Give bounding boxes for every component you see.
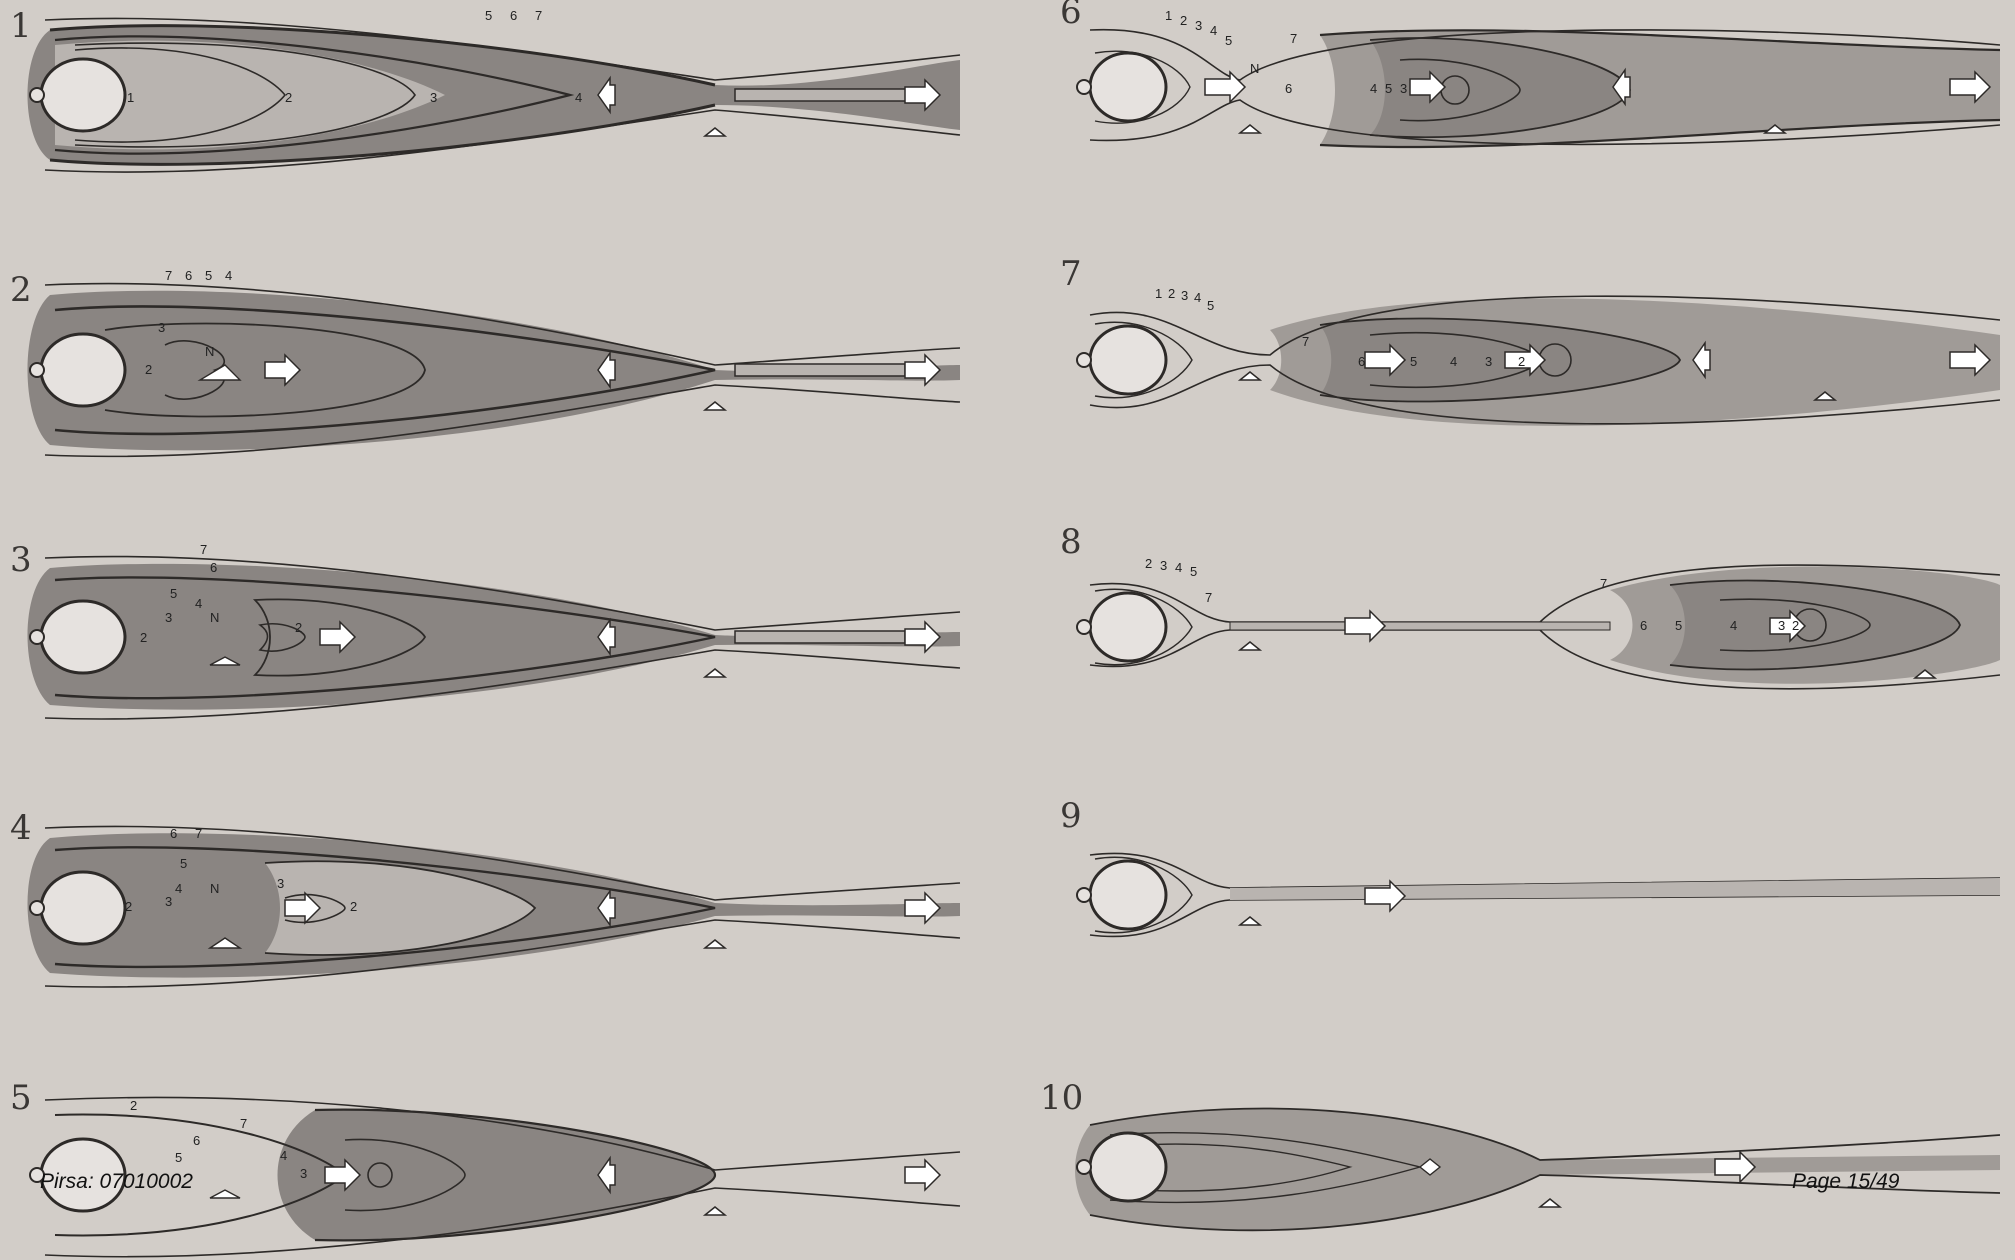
- diagram-panel-2: 7 6 5 4 3 2 N: [15, 270, 965, 460]
- panel-7-label: 4: [1450, 354, 1457, 369]
- panel-7-label: 5: [1410, 354, 1417, 369]
- panel-4-label: 3: [277, 876, 284, 891]
- panel-6-label: 6: [1285, 81, 1292, 96]
- panel-1-label: 5: [485, 10, 492, 23]
- panel-5-label: 3: [300, 1166, 307, 1181]
- panel-7-label: 2: [1168, 286, 1175, 301]
- diagram-panel-7: 1 2 3 4 5 7 6 5 4 3 2: [1070, 280, 2000, 440]
- panel-6-label: 1: [1165, 8, 1172, 23]
- panel-5-label: 6: [193, 1133, 200, 1148]
- panel-8-label: 6: [1640, 618, 1647, 633]
- panel-3-label: N: [210, 610, 219, 625]
- panel-7-label: 4: [1194, 290, 1201, 305]
- panel-7-label: 3: [1485, 354, 1492, 369]
- panel-8-label: 7: [1600, 576, 1607, 591]
- panel-2-label: 4: [225, 270, 232, 283]
- panel-2-label: 6: [185, 270, 192, 283]
- panel-2-label: N: [205, 344, 214, 359]
- panel-6-label: 4: [1370, 81, 1377, 96]
- panel-6-label: 5: [1385, 81, 1392, 96]
- panel-6-label: 3: [1400, 81, 1407, 96]
- panel-4-label: 5: [180, 856, 187, 871]
- panel-2-label: 3: [158, 320, 165, 335]
- panel-3-label: 5: [170, 586, 177, 601]
- diagram-panel-1: 1 2 3 4 5 6 7: [15, 10, 965, 180]
- diagram-panel-8: 2 3 4 5 7 7 6 5 4 3 2: [1070, 550, 2000, 710]
- panel-1-label: 7: [535, 10, 542, 23]
- panel-5-label: 2: [130, 1098, 137, 1113]
- panel-8-label: 4: [1730, 618, 1737, 633]
- panel-3-label: 2: [295, 620, 302, 635]
- panel-1-label: 2: [285, 90, 292, 105]
- panel-4-label: 2: [350, 899, 357, 914]
- panel-4-label: 4: [175, 881, 182, 896]
- panel-6-label: 4: [1210, 23, 1217, 38]
- panel-3-label: 4: [195, 596, 202, 611]
- panel-7-label: 3: [1181, 288, 1188, 303]
- panel-7-label: 1: [1155, 286, 1162, 301]
- diagram-panel-4: 6 7 5 4 3 2 N 3 2: [15, 808, 965, 988]
- panel-7-label: 2: [1518, 354, 1525, 369]
- panel-8-label: 5: [1675, 618, 1682, 633]
- panel-8-label: 4: [1175, 560, 1182, 575]
- panel-4-label: 6: [170, 826, 177, 841]
- panel-1-label: 6: [510, 10, 517, 23]
- panel-3-label: 7: [200, 542, 207, 557]
- panel-2-label: 7: [165, 270, 172, 283]
- panel-4-label: N: [210, 881, 219, 896]
- panel-5-label: 4: [280, 1148, 287, 1163]
- diagram-panel-9: [1070, 830, 2000, 960]
- diagram-panel-6: 1 2 3 4 5 N 7 6 4 5 3: [1070, 5, 2000, 175]
- panel-5-label: 7: [240, 1116, 247, 1131]
- panel-4-label: 2: [125, 899, 132, 914]
- panel-8-label: 5: [1190, 564, 1197, 579]
- panel-8-label: 2: [1145, 556, 1152, 571]
- panel-3-label: 6: [210, 560, 217, 575]
- page-number-label: Page 15/49: [1792, 1170, 1899, 1194]
- panel-6-label: 7: [1290, 31, 1297, 46]
- panel-1-label: 1: [127, 90, 134, 105]
- panel-3-label: 2: [140, 630, 147, 645]
- panel-6-label: 3: [1195, 18, 1202, 33]
- panel-8-label: 3: [1160, 558, 1167, 573]
- panel-6-label: N: [1250, 61, 1259, 76]
- diagram-panel-3: 7 6 5 4 3 2 N 2: [15, 540, 965, 720]
- panel-1-label: 4: [575, 90, 582, 105]
- panel-2-label: 5: [205, 270, 212, 283]
- panel-5-label: 5: [175, 1150, 182, 1165]
- panel-7-label: 6: [1358, 354, 1365, 369]
- panel-6-label: 5: [1225, 33, 1232, 48]
- panel-4-label: 3: [165, 894, 172, 909]
- panel-1-label: 3: [430, 90, 437, 105]
- source-id-label: Pirsa: 07010002: [40, 1170, 193, 1194]
- panel-8-label: 2: [1792, 618, 1799, 633]
- panel-3-label: 3: [165, 610, 172, 625]
- panel-7-label: 5: [1207, 298, 1214, 313]
- panel-8-label: 3: [1778, 618, 1785, 633]
- panel-7-label: 7: [1302, 334, 1309, 349]
- panel-6-label: 2: [1180, 13, 1187, 28]
- panel-8-label: 7: [1205, 590, 1212, 605]
- panel-4-label: 7: [195, 826, 202, 841]
- panel-2-label: 2: [145, 362, 152, 377]
